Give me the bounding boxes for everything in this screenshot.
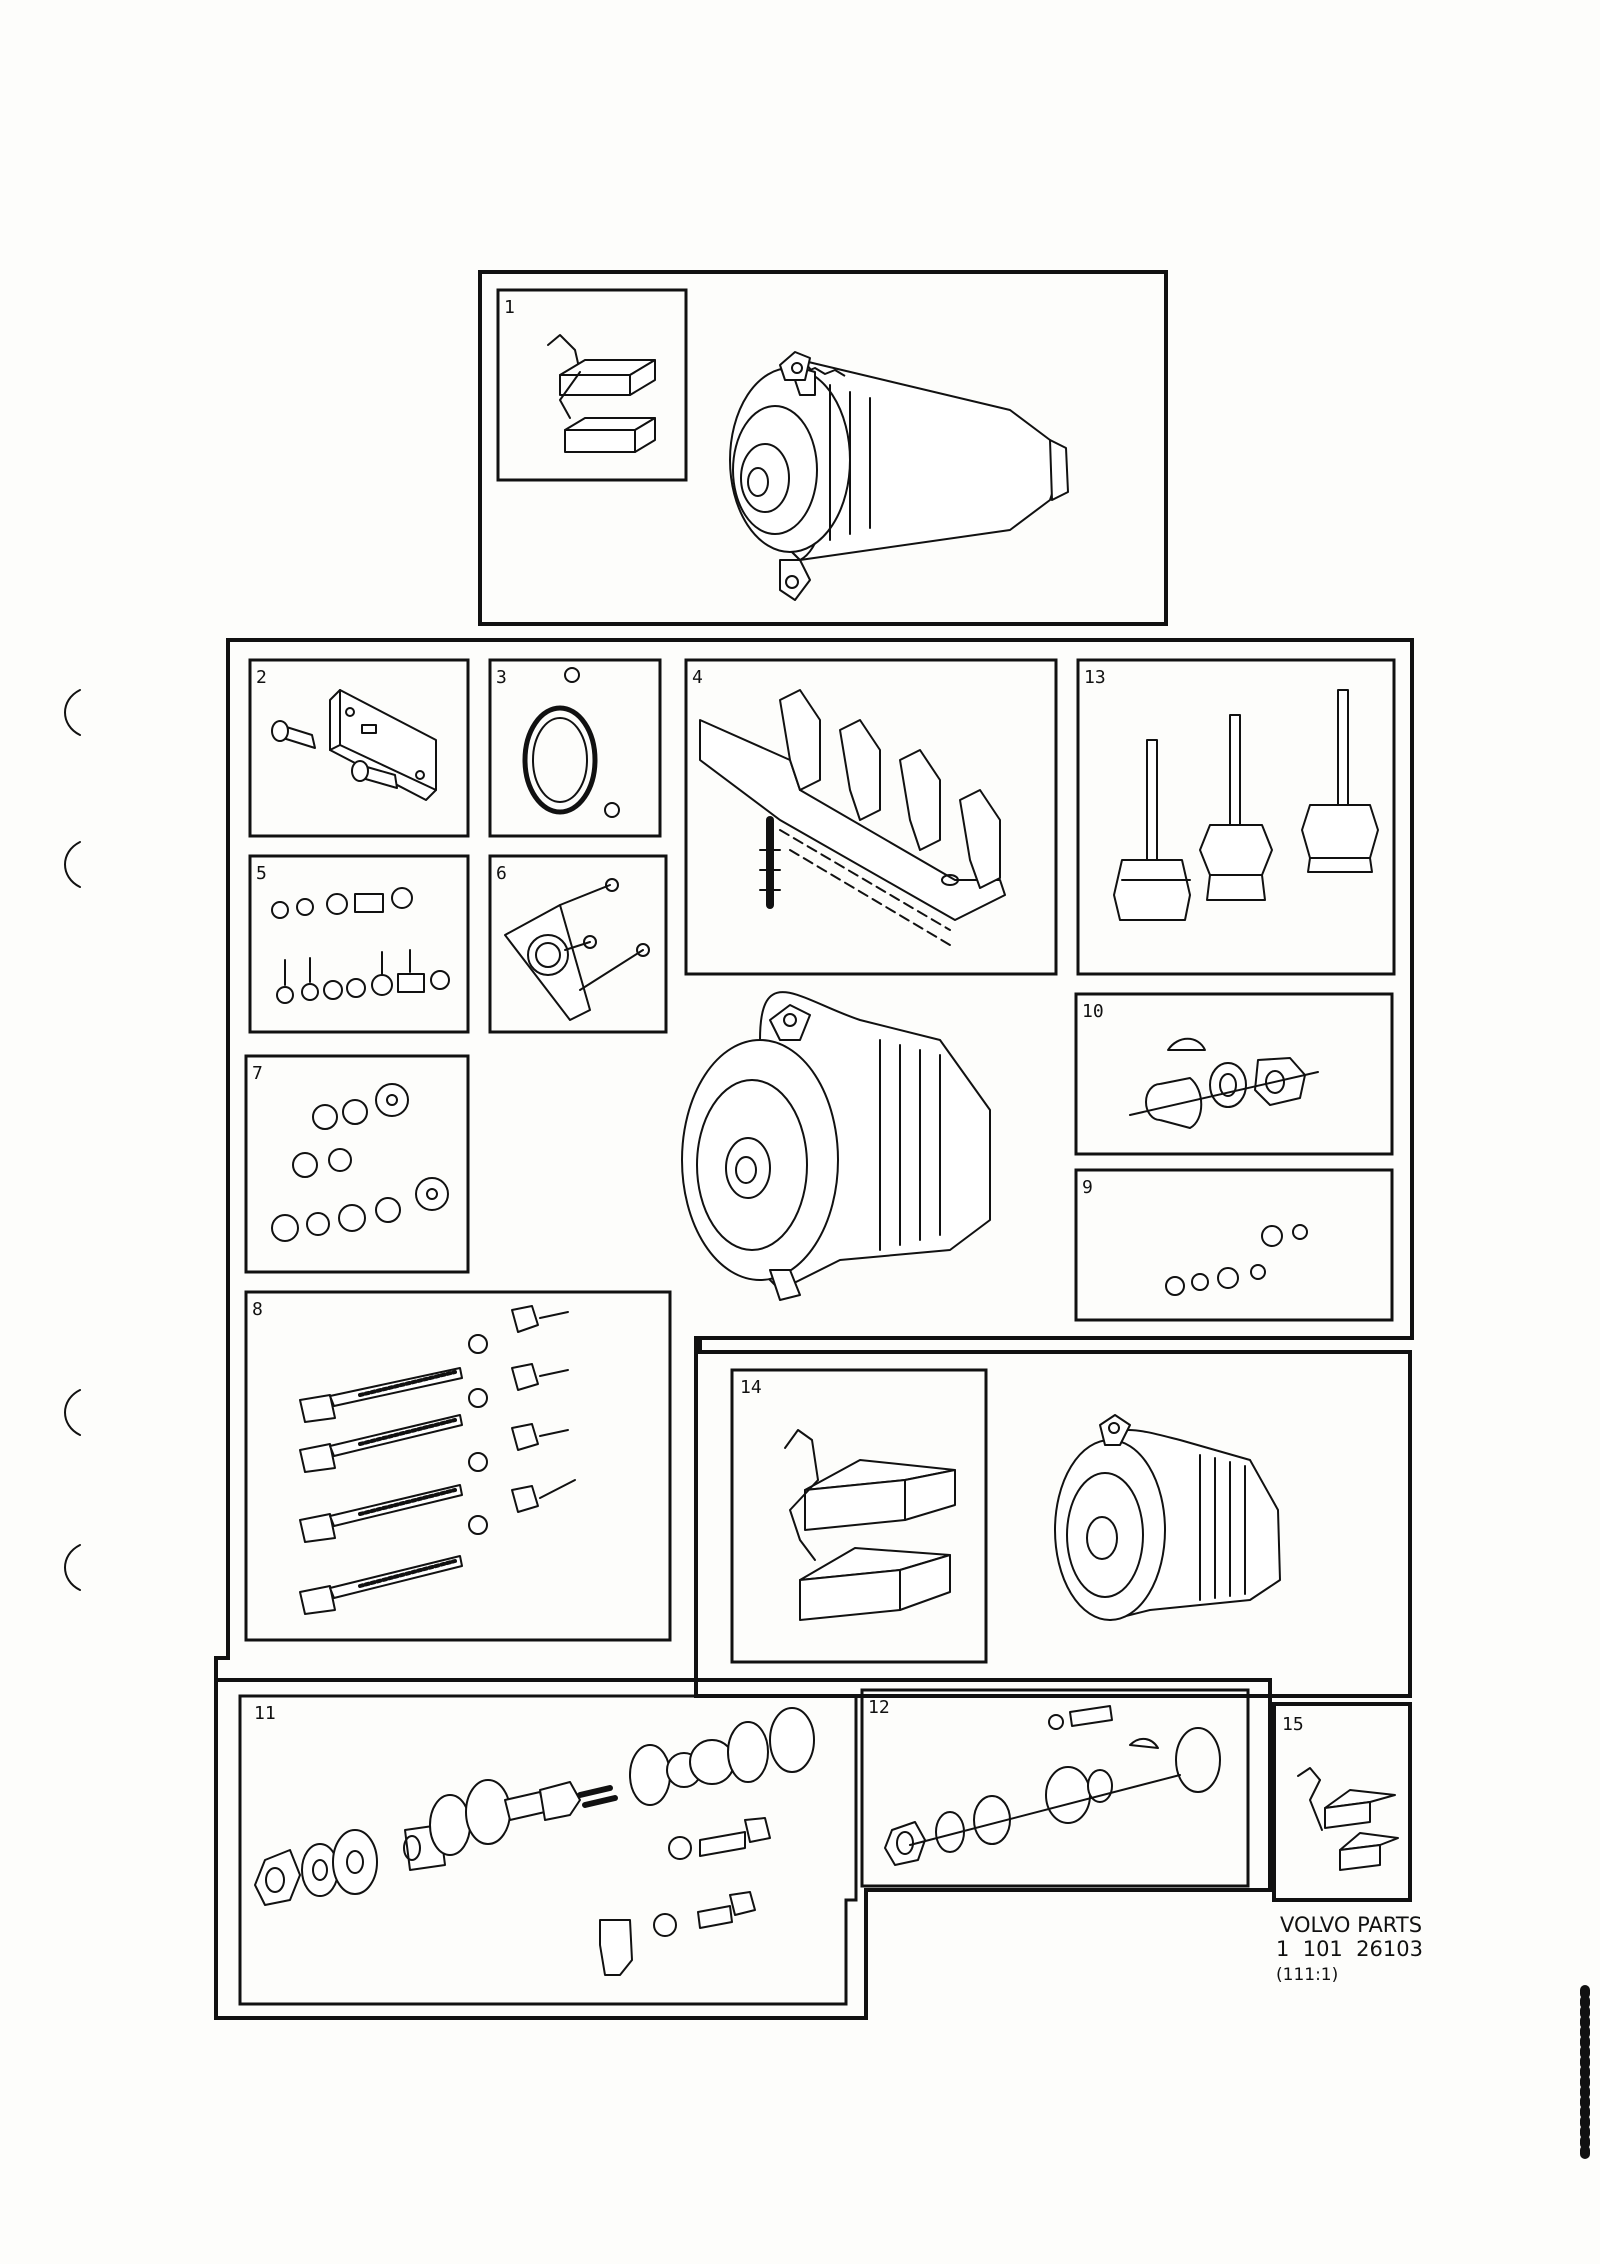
- pulley-nut-washer-key: [1129, 1037, 1319, 1129]
- callout-box-10: [1074, 992, 1394, 1156]
- caption-line-3: (111:1): [1276, 1965, 1338, 1985]
- diode-bridge-heatsink: [699, 689, 1006, 946]
- callout-box-5: [248, 854, 470, 1034]
- callout-15: 15: [1282, 1714, 1304, 1735]
- punch-hole-4: [64, 1544, 81, 1591]
- callout-3: 3: [496, 667, 507, 688]
- callout-6: 6: [496, 863, 507, 884]
- alternator-14: [1054, 1414, 1281, 1621]
- carbon-brush-pair-14: [784, 1429, 956, 1621]
- knurled-terminal-studs: [1113, 689, 1379, 921]
- punch-hole-2: [64, 841, 81, 888]
- punch-hole-3: [64, 1389, 81, 1436]
- starter-motor: [729, 351, 1069, 601]
- callout-5: 5: [256, 863, 267, 884]
- callout-14: 14: [740, 1377, 762, 1398]
- carbon-brush-pair: [547, 334, 656, 453]
- callout-box-3: [488, 658, 662, 838]
- callout-4: 4: [692, 667, 703, 688]
- nut-washer-set-9: [1165, 1224, 1308, 1296]
- bearing-nut-washer-set-11: [254, 1707, 815, 1976]
- callout-box-6: [488, 854, 668, 1034]
- callout-box-8: [244, 1290, 672, 1642]
- callout-box-15: [1272, 1702, 1412, 1902]
- callout-box-7: [244, 1054, 470, 1274]
- alternator-main: [681, 991, 991, 1301]
- callout-12: 12: [868, 1697, 890, 1718]
- lower-assembly-frame: [214, 1678, 1272, 2020]
- brush-holder-plate: [271, 689, 437, 801]
- alternator-14-frame: [694, 1336, 1412, 1698]
- triangular-bearing-plate: [504, 878, 650, 1021]
- caption-line-1: VOLVO PARTS: [1280, 1913, 1422, 1937]
- callout-13: 13: [1084, 667, 1106, 688]
- callout-11: 11: [254, 1703, 276, 1724]
- o-ring-seal: [522, 667, 620, 818]
- callout-9: 9: [1082, 1177, 1093, 1198]
- callout-7: 7: [252, 1063, 263, 1084]
- callout-1: 1: [504, 297, 515, 318]
- callout-box-13: [1076, 658, 1396, 976]
- callout-box-2: [248, 658, 470, 838]
- callout-10: 10: [1082, 1001, 1104, 1022]
- bearing-seal-set-12: [884, 1705, 1221, 1866]
- callout-box-9: [1074, 1168, 1394, 1322]
- callout-box-12: [860, 1688, 1250, 1888]
- callout-8: 8: [252, 1299, 263, 1320]
- callout-2: 2: [256, 667, 267, 688]
- callout-box-4: [684, 658, 1058, 976]
- carbon-brush-pair-15: [1297, 1767, 1399, 1871]
- through-bolt-set: [299, 1305, 576, 1615]
- callout-box-1: [496, 288, 688, 482]
- callout-box-14: [730, 1368, 988, 1664]
- punch-hole-1: [64, 689, 81, 736]
- panel-1-frame: [478, 270, 1168, 626]
- insulating-washer-set: [271, 887, 450, 1004]
- callout-box-11: [238, 1694, 858, 2006]
- nut-lockwasher-set-7: [271, 1083, 449, 1242]
- caption-line-2: 1 101 26103: [1276, 1937, 1423, 1961]
